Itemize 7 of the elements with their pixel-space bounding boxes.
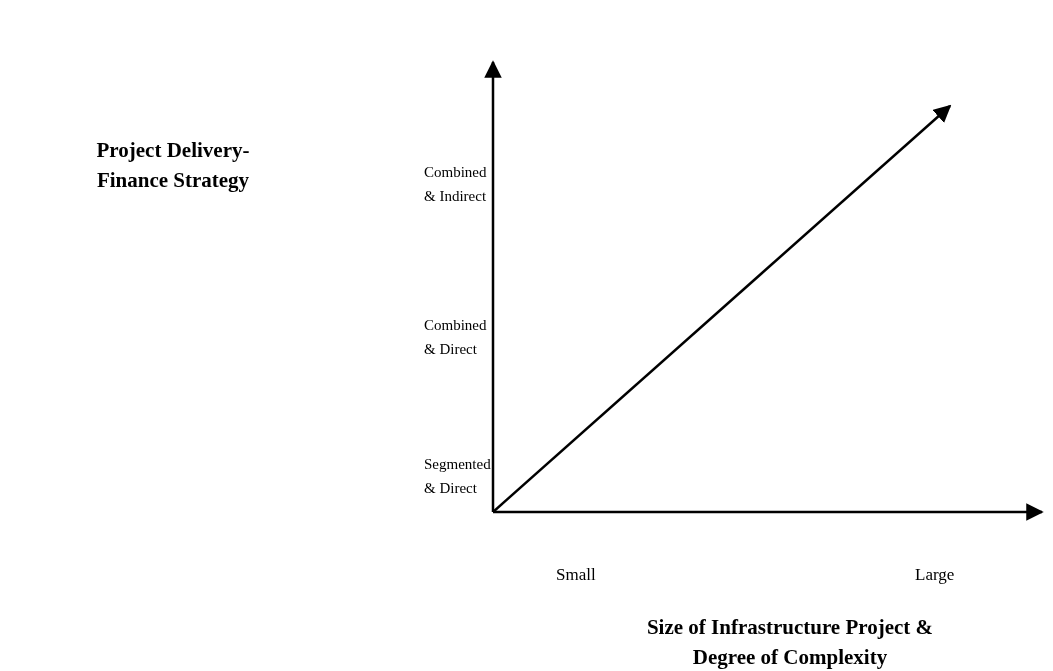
tick-label: Large <box>915 564 955 586</box>
tick-label: Combined & Indirect <box>424 163 488 206</box>
tick-label: Small <box>556 564 596 586</box>
axis-title: Project Delivery-Finance Strategy <box>95 137 251 194</box>
tick-label: Combined & Direct <box>424 316 488 359</box>
tick-label: Segmented & Direct <box>424 455 490 498</box>
axis-title: Size of Infrastructure Project & Degree of Complexity <box>645 614 935 671</box>
